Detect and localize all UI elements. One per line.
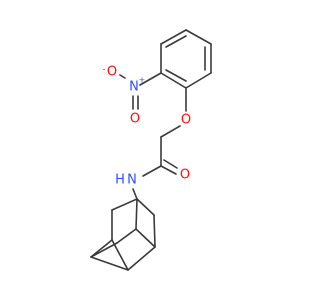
bond-carbonyl-o-a <box>160 165 177 175</box>
bond-cage-10 <box>90 256 129 271</box>
atom-amide-o: O <box>180 168 190 183</box>
bond-ring-nitro <box>139 72 162 86</box>
bond-ether-ch2 <box>160 125 181 138</box>
atom-symbol: N <box>129 80 139 95</box>
atom-charge: + <box>139 76 146 85</box>
atom-symbol: O <box>107 65 117 80</box>
bond-cage-6 <box>116 228 137 244</box>
atom-symbol: O <box>130 112 140 127</box>
atom-nitro-n: N + <box>129 76 145 95</box>
structure-diagram: N + O - O O O N H <box>90 29 212 271</box>
bond-cage-2 <box>136 198 155 216</box>
atom-symbol: O <box>181 113 191 128</box>
atom-labels: N + O - O O O N H <box>103 65 192 188</box>
atom-nitro-o: O <box>130 112 140 127</box>
bond-nitro-o-minus <box>119 74 126 79</box>
bond-cage-5 <box>153 214 156 248</box>
bond-cage-11 <box>127 246 156 271</box>
bond-cage-3 <box>135 198 138 230</box>
bond-cage-8 <box>90 242 118 258</box>
bond-ring-3 <box>185 72 212 89</box>
bond-ring-1 <box>185 29 212 45</box>
bond-cage-1 <box>111 198 138 211</box>
bond-cage-7 <box>90 239 113 258</box>
bond-cage-9 <box>111 239 129 271</box>
bond-ring-6-double <box>165 35 187 48</box>
bond-ring-4 <box>160 72 187 89</box>
bond-cage-12 <box>135 228 156 248</box>
bond-lines <box>90 29 212 271</box>
atom-symbol: O <box>180 168 190 183</box>
atom-charge: - <box>103 65 106 74</box>
atom-ether-o: O <box>181 113 191 128</box>
bond-carbonyl-n <box>142 165 162 177</box>
bond-ring-6 <box>160 29 187 45</box>
atom-nitro-o-minus: O - <box>103 65 118 80</box>
atom-hydrogen: H <box>115 173 125 188</box>
bond-carbonyl-o-b <box>163 159 178 169</box>
bond-n-adamantyl <box>132 188 138 200</box>
atom-symbol: N <box>127 173 137 188</box>
atom-amide-n: N H <box>115 173 137 188</box>
bond-ring-4-double <box>165 69 187 82</box>
